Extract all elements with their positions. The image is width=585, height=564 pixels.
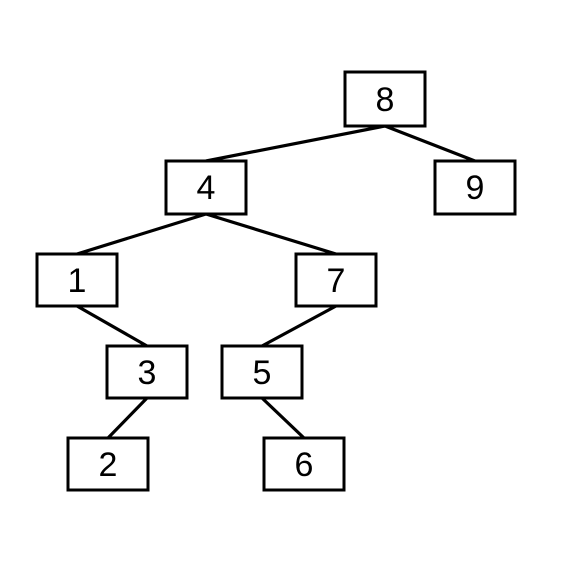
node-label: 5 bbox=[253, 354, 272, 392]
edge-5-6 bbox=[260, 396, 306, 440]
tree-node-2: 2 bbox=[66, 436, 150, 492]
node-box bbox=[105, 344, 189, 400]
tree-nodes: 8 4 9 1 7 3 5 2 bbox=[35, 70, 517, 492]
tree-node-3: 3 bbox=[105, 344, 189, 400]
node-label: 7 bbox=[327, 262, 346, 300]
tree-node-1: 1 bbox=[35, 252, 119, 308]
node-box bbox=[220, 344, 304, 400]
node-box bbox=[262, 436, 346, 492]
node-box bbox=[35, 252, 119, 308]
tree-node-5: 5 bbox=[220, 344, 304, 400]
edge-8-9 bbox=[384, 124, 476, 163]
tree-node-8: 8 bbox=[343, 70, 427, 128]
edge-4-7 bbox=[205, 212, 337, 256]
node-box bbox=[433, 159, 517, 216]
tree-edges bbox=[76, 124, 476, 440]
tree-node-4: 4 bbox=[164, 159, 248, 216]
node-box bbox=[66, 436, 150, 492]
node-label: 2 bbox=[99, 446, 118, 484]
node-label: 1 bbox=[68, 262, 87, 300]
edge-1-3 bbox=[76, 304, 148, 348]
tree-node-7: 7 bbox=[294, 252, 378, 308]
node-box bbox=[294, 252, 378, 308]
edge-4-1 bbox=[76, 212, 207, 256]
node-label: 8 bbox=[376, 81, 395, 119]
edge-3-2 bbox=[106, 396, 149, 440]
node-label: 3 bbox=[138, 354, 157, 392]
tree-node-9: 9 bbox=[433, 159, 517, 216]
node-box bbox=[164, 159, 248, 216]
tree-node-6: 6 bbox=[262, 436, 346, 492]
node-box bbox=[343, 70, 427, 128]
node-label: 9 bbox=[466, 169, 485, 207]
edge-8-4 bbox=[205, 124, 386, 163]
edge-7-5 bbox=[261, 304, 337, 348]
node-label: 4 bbox=[197, 169, 216, 207]
node-label: 6 bbox=[295, 446, 314, 484]
